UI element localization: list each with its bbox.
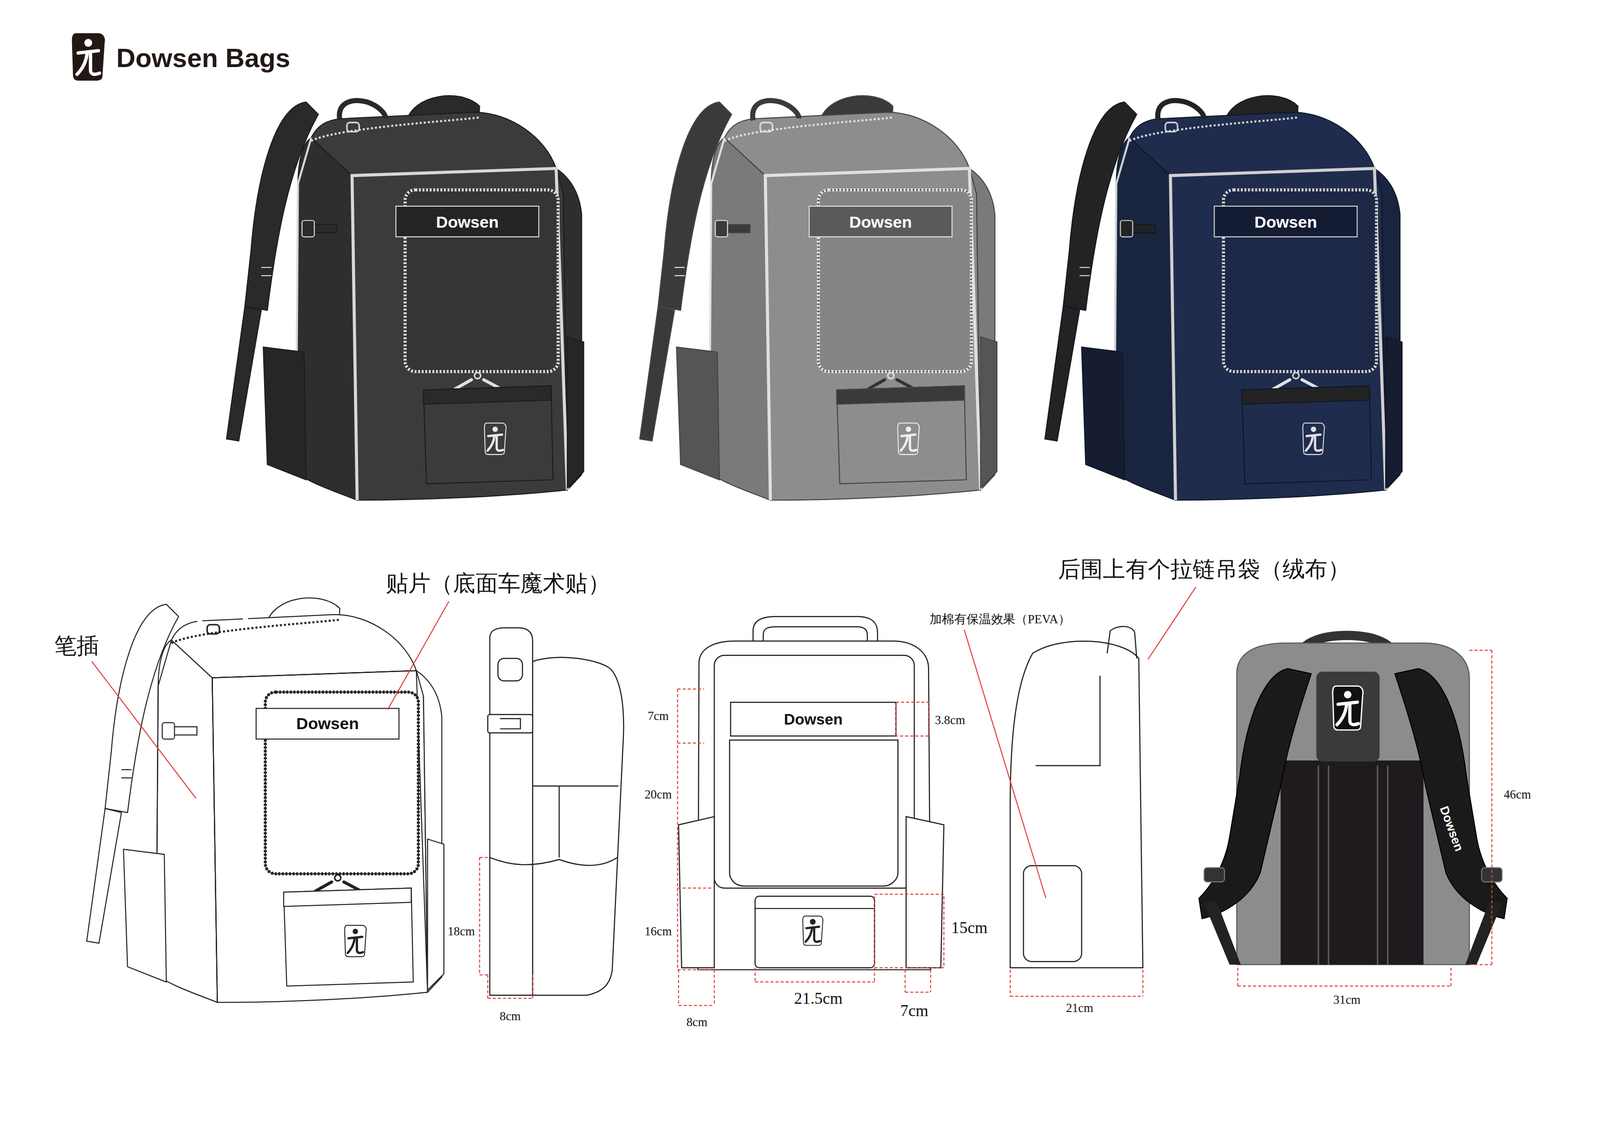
drawing-part [1148, 586, 1196, 660]
drawing-part [1010, 640, 1143, 968]
drawing-part [678, 969, 715, 1005]
drawing-part [755, 895, 875, 968]
dimension: 7cm [647, 709, 669, 724]
drawing-part [479, 857, 490, 975]
dimension: 18cm [447, 924, 475, 939]
patch-text: Dowsen [1254, 213, 1317, 232]
drawing-part [895, 701, 929, 736]
drawing-part [904, 969, 931, 992]
dimension: 8cm [686, 1015, 708, 1030]
drawing-part [387, 601, 449, 710]
drawing-part [1237, 967, 1452, 986]
colored-backpacks [226, 95, 1403, 500]
drawing-part [499, 718, 521, 729]
brand-logo [72, 33, 105, 80]
drawing-part [1010, 969, 1143, 996]
dimension: 31cm [1333, 993, 1361, 1008]
dimension: 3.8cm [935, 713, 966, 728]
drawing-part [1280, 760, 1424, 965]
brand-title: Dowsen Bags [116, 43, 291, 73]
drawing-part [532, 657, 624, 995]
drawing-part [755, 907, 875, 909]
dimension: 21cm [1065, 1001, 1094, 1016]
drawing-part [802, 915, 823, 946]
drawing-part [489, 627, 533, 995]
drawing-part [1318, 765, 1388, 965]
drawing-part [86, 597, 444, 1003]
drawing-part [964, 629, 1046, 898]
drawing-part [730, 701, 896, 736]
dimension: 8cm [499, 1009, 521, 1024]
drawing-part [532, 785, 619, 858]
drawing-part [1469, 649, 1492, 965]
drawing-part [1023, 865, 1082, 962]
drawing-part [487, 974, 533, 998]
drawing-part [489, 857, 618, 865]
drawing-part [714, 654, 915, 888]
drawing-part [91, 661, 196, 799]
callout-note: 后围上有个拉链吊袋（绒布） [1058, 556, 1351, 582]
dimension: 21.5cm [794, 988, 843, 1007]
back-view [1199, 635, 1508, 965]
drawing-part [1394, 668, 1507, 965]
drawing-part [639, 95, 998, 500]
drawing-part [226, 95, 584, 500]
patch-text: Dowsen [436, 213, 499, 232]
drawing-part [678, 816, 715, 968]
patch-text: Dowsen [784, 711, 843, 728]
callout-note: 贴片（底面车魔术贴） [385, 571, 611, 597]
patch-text: Dowsen [296, 714, 359, 733]
drawing-part [1332, 685, 1363, 730]
line-drawing-perspective [86, 597, 444, 1003]
callout-note: 笔插 [54, 633, 99, 659]
drawing-part [729, 739, 899, 886]
rear-side-view [1010, 626, 1143, 968]
drawing-part [1199, 668, 1312, 965]
dimension: 7cm [900, 1001, 929, 1019]
drawing-part [1316, 671, 1380, 762]
dimension: 20cm [644, 788, 672, 802]
callout-note: 加棉有保温效果（PEVA） [929, 612, 1071, 627]
dimension: 46cm [1503, 788, 1532, 802]
drawing-part [498, 658, 523, 681]
leader-lines [91, 586, 1196, 898]
drawing-part [487, 714, 533, 733]
drawing-part [677, 688, 715, 970]
patch-text: Dowsen [849, 213, 912, 232]
drawing-part [1106, 626, 1137, 659]
drawing-part [755, 967, 875, 982]
front-view [678, 616, 945, 970]
drawing-part [1044, 95, 1403, 500]
dimension-lines [479, 649, 1492, 1006]
drawing-part [906, 816, 945, 968]
drawing-part [1035, 675, 1101, 766]
drawing-part [874, 893, 944, 968]
dimension: 15cm [951, 918, 988, 937]
drawing-part [697, 640, 931, 970]
side-view [487, 627, 624, 995]
drawing-part [753, 616, 878, 643]
dimension: 16cm [644, 924, 672, 939]
drawing-part [72, 33, 105, 80]
